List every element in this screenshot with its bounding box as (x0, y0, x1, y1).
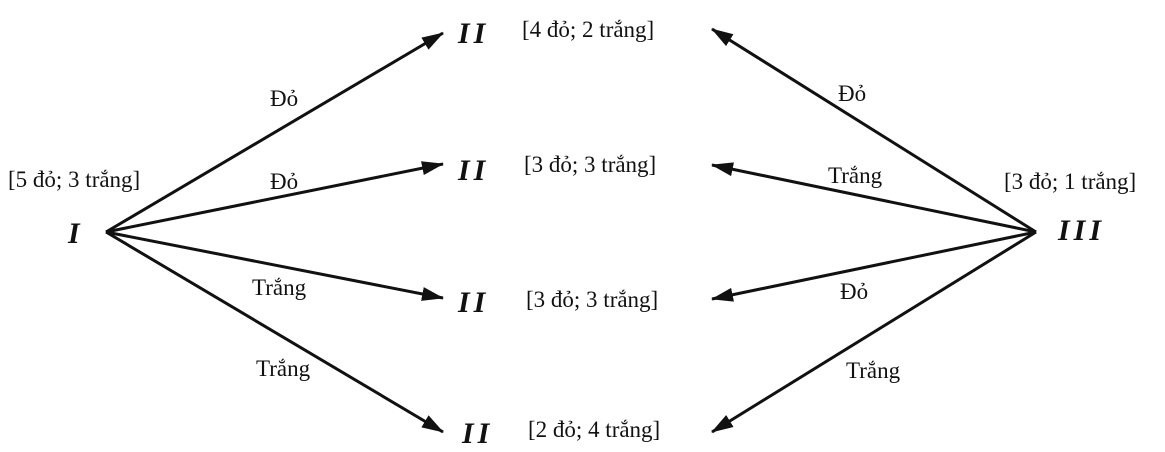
arrow-left-1 (105, 31, 444, 234)
target-4-contents: [2 đỏ; 4 trắng] (528, 417, 660, 442)
target-3-label: II (457, 286, 489, 319)
arrow-left-4 (105, 230, 444, 434)
edge-right-1-label: Đỏ (838, 81, 866, 106)
target-2-contents: [3 đỏ; 3 trắng] (524, 152, 656, 177)
edge-right-4-label: Trắng (846, 358, 901, 383)
arrow-right-4 (711, 230, 1037, 434)
target-4-label: II (461, 417, 493, 450)
edge-left-2-label: Đỏ (270, 169, 298, 194)
target-2-label: II (457, 154, 489, 187)
edge-left-3-label: Trắng (252, 275, 307, 300)
edge-right-3-label: Đỏ (840, 279, 868, 304)
arrow-left-2 (105, 161, 444, 234)
source-left-label: I (67, 217, 84, 250)
arrow-right-1 (711, 27, 1037, 234)
arrow-left-3 (105, 230, 444, 301)
edge-left-4-label: Trắng (256, 356, 311, 381)
arrow-right-2 (711, 162, 1037, 234)
edge-left-1-label: Đỏ (270, 86, 298, 111)
edge-right-2-label: Trắng (828, 163, 883, 188)
source-right-contents: [3 đỏ; 1 trắng] (1004, 169, 1136, 194)
target-3-contents: [3 đỏ; 3 trắng] (526, 287, 658, 312)
source-left-contents: [5 đỏ; 3 trắng] (8, 167, 140, 192)
arrow-right-3 (711, 230, 1037, 302)
target-1-contents: [4 đỏ; 2 trắng] (522, 17, 654, 42)
target-1-label: II (457, 17, 489, 50)
source-right-label: III (1057, 214, 1105, 247)
